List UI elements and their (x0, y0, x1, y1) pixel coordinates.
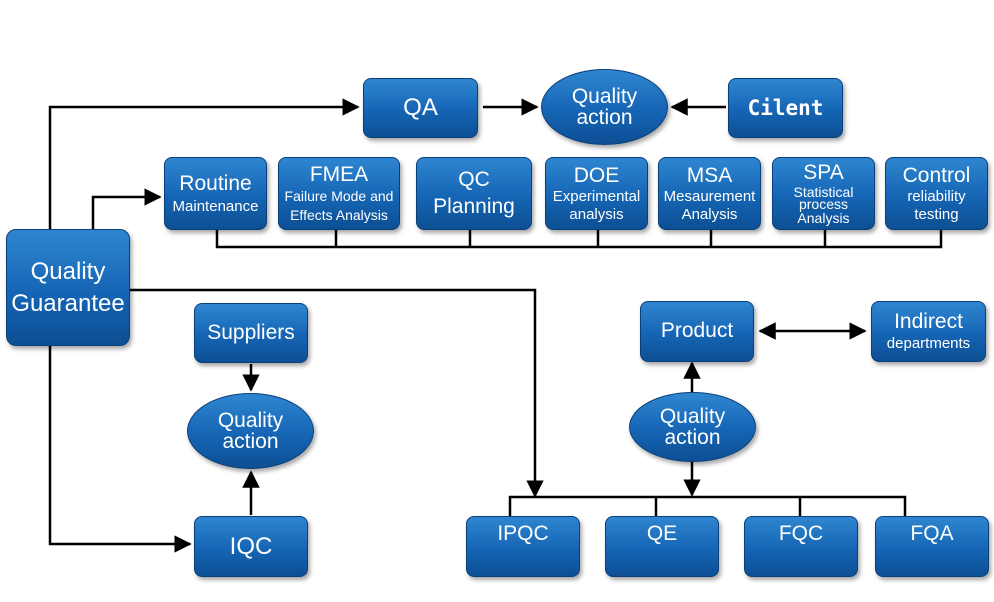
fqa-label: FQA (910, 522, 954, 545)
tool-title: DOE (573, 163, 620, 187)
suppliers-label: Suppliers (207, 320, 295, 344)
fqc-label: FQC (778, 522, 824, 545)
tool-subtitle: Failure Mode and (284, 188, 394, 205)
quality-action-product-line2: action (664, 426, 721, 449)
tool-msa: MSA Mesaurement Analysis (658, 157, 761, 230)
quality-action-supplier: Quality action (187, 393, 314, 469)
indirect-departments-box: Indirect departments (871, 301, 986, 362)
tool-qc: QC Planning (416, 157, 532, 230)
quality-action-top-line2: action (576, 106, 633, 129)
iqc-label: IQC (229, 532, 273, 560)
line-guarantee-to-qa (48, 98, 360, 230)
fqc-box: FQC (744, 516, 858, 577)
tool-title: SPA (803, 160, 844, 184)
quality-guarantee-box: Quality Guarantee (6, 229, 130, 346)
qa-label: QA (403, 94, 438, 122)
tool-title: Routine (179, 171, 252, 195)
indirect-line1: Indirect (894, 310, 963, 334)
quality-action-product: Quality action (629, 392, 756, 462)
qe-box: QE (605, 516, 719, 577)
tool-title: MSA (686, 163, 733, 187)
client-label: Cilent (747, 95, 824, 120)
suppliers-box: Suppliers (194, 303, 308, 363)
qe-label: QE (646, 522, 678, 545)
client-box: Cilent (728, 78, 843, 138)
outputs-bus-line (508, 495, 907, 516)
tool-doe: DOE Experimental analysis (545, 157, 648, 230)
tool-subtitle: testing (914, 205, 959, 223)
quality-action-supplier-line1: Quality (217, 409, 284, 432)
tool-subtitle: Analysis (681, 205, 738, 223)
tool-subtitle: Effects Analysis (290, 207, 388, 224)
line-guarantee-to-routine (91, 188, 162, 230)
tool-subtitle: Maintenance (172, 197, 259, 215)
ipqc-box: IPQC (466, 516, 580, 577)
line-guarantee-to-iqc (48, 345, 192, 553)
quality-guarantee-line1: Quality (30, 258, 106, 286)
ipqc-label: IPQC (497, 522, 549, 545)
tool-subtitle: Mesaurement (663, 187, 756, 205)
tool-subtitle: Planning (433, 194, 515, 218)
tool-subtitle: Analysis (797, 209, 850, 226)
quality-action-supplier-line2: action (222, 430, 279, 453)
product-box: Product (640, 301, 754, 362)
tool-control: Control reliability testing (885, 157, 988, 230)
fqa-box: FQA (875, 516, 989, 577)
quality-action-top-line1: Quality (571, 85, 638, 108)
tools-bus-line (215, 230, 943, 249)
tool-title: FMEA (309, 163, 369, 187)
quality-action-top: Quality action (541, 69, 668, 145)
tool-subtitle: reliability (907, 187, 966, 205)
tool-fmea: FMEA Failure Mode and Effects Analysis (278, 157, 400, 230)
tool-subtitle: Statistical (793, 183, 854, 200)
indirect-line2: departments (886, 335, 971, 353)
qa-box: QA (363, 78, 478, 138)
tool-subtitle: process (798, 196, 849, 213)
quality-action-product-line1: Quality (659, 405, 726, 428)
tool-spa: SPA Statistical process Analysis (772, 157, 875, 230)
tool-title: Control (902, 163, 971, 187)
tool-routine: Routine Maintenance (164, 157, 267, 230)
line-guarantee-to-ipqc (130, 288, 544, 498)
product-label: Product (660, 319, 734, 343)
iqc-box: IQC (194, 516, 308, 577)
tool-title: QC (458, 168, 490, 192)
tool-subtitle: Experimental (552, 187, 641, 205)
quality-guarantee-line2: Guarantee (11, 289, 125, 317)
tool-subtitle: analysis (569, 205, 624, 223)
